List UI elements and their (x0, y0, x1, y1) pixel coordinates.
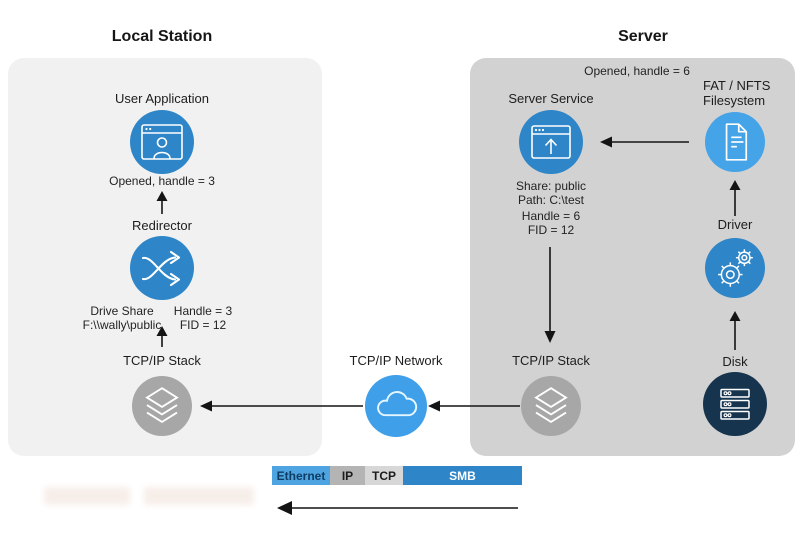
user-application-node (130, 110, 194, 174)
filesystem-label-line1: FAT / NFTS (703, 78, 771, 93)
redirector-label: Redirector (132, 218, 192, 233)
server-share-note: Share: public (515, 179, 587, 193)
redirector-handle-note: Handle = 3 (173, 304, 233, 318)
local-tcpip-stack-label: TCP/IP Stack (123, 353, 201, 368)
user-application-label: User Application (115, 91, 209, 106)
local-station-title: Local Station (111, 28, 213, 45)
legend-segment-tcp: TCP (365, 466, 403, 485)
server-service-node (519, 110, 583, 174)
layers-icon (145, 387, 179, 424)
watermark-blob (44, 487, 130, 505)
redirector-node (130, 236, 194, 300)
driver-label: Driver (717, 217, 753, 232)
cloud-icon (377, 391, 418, 417)
tcpip-network-node (365, 375, 427, 437)
app-window-upload-icon (531, 125, 571, 159)
server-tcpip-stack-label: TCP/IP Stack (512, 353, 590, 368)
server-title: Server (618, 28, 668, 45)
legend-segment-smb: SMB (403, 466, 522, 485)
disk-label: Disk (722, 354, 748, 369)
app-window-user-icon (141, 124, 183, 160)
drive-share-note-line1: Drive Share (90, 304, 154, 318)
server-service-label: Server Service (508, 91, 594, 106)
legend-segment-ethernet: Ethernet (272, 466, 330, 485)
local-tcpip-stack-node (132, 376, 192, 436)
drive-share-note-line2: F:\\wally\public (82, 318, 162, 332)
tcpip-network-label: TCP/IP Network (349, 353, 443, 368)
protocol-legend-bar: Ethernet IP TCP SMB (272, 466, 522, 485)
server-rack-icon (720, 388, 750, 420)
watermark (44, 487, 256, 507)
server-opened-note: Opened, handle = 6 (584, 64, 690, 78)
filesystem-node (705, 112, 765, 172)
crossed-arrows-icon (141, 250, 181, 287)
watermark-blob (144, 487, 254, 505)
server-handle-note: Handle = 6 (521, 209, 581, 223)
server-fid-note: FID = 12 (527, 223, 575, 237)
document-icon (725, 123, 748, 161)
legend-segment-ip: IP (330, 466, 365, 485)
server-tcpip-stack-node (521, 376, 581, 436)
user-application-note: Opened, handle = 3 (109, 174, 215, 188)
server-path-note: Path: C:\test (517, 193, 585, 207)
filesystem-label-line2: Filesystem (703, 93, 766, 108)
layers-icon (534, 387, 568, 424)
gears-icon (718, 249, 753, 287)
redirector-fid-note: FID = 12 (179, 318, 227, 332)
disk-node (703, 372, 767, 436)
driver-node (705, 238, 765, 298)
arrow-smb-flow (277, 501, 518, 515)
